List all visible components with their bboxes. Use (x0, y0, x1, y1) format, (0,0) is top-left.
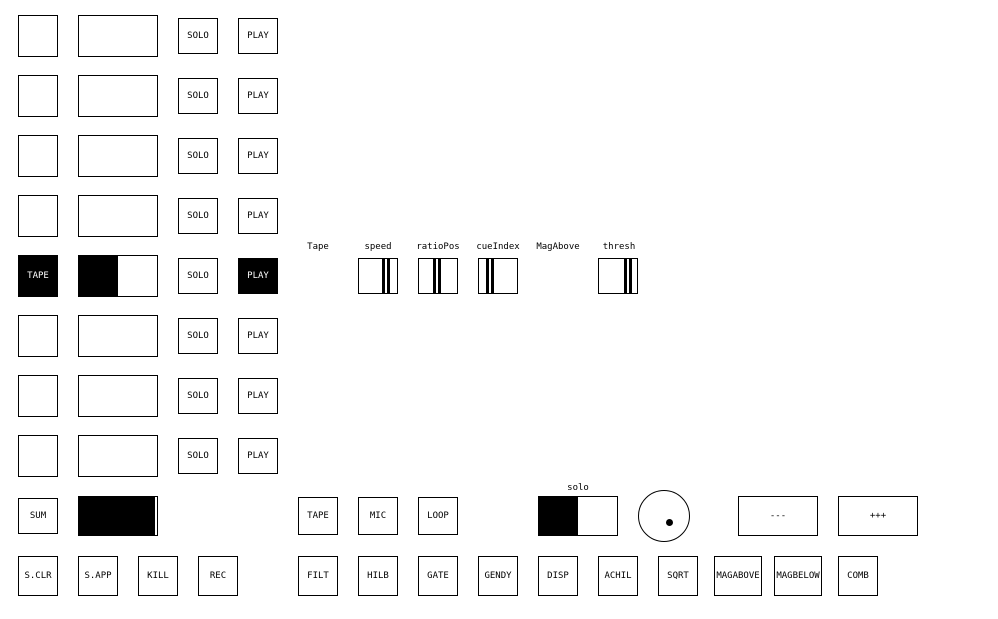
param-label-cueindex: cueIndex (476, 242, 520, 252)
fader-fill (79, 256, 118, 296)
channel-5-level-fader[interactable] (78, 255, 158, 297)
knob-indicator-dot (666, 519, 673, 526)
channel-2-select-button[interactable] (18, 75, 58, 117)
channel-3-solo-button[interactable]: SOLO (178, 138, 218, 174)
channel-4-play-button[interactable]: PLAY (238, 198, 278, 234)
speed-slider-handle[interactable] (382, 259, 390, 293)
channel-4-level-fader[interactable] (78, 195, 158, 237)
channel-4-solo-button[interactable]: SOLO (178, 198, 218, 234)
channel-8-level-fader[interactable] (78, 435, 158, 477)
param-label-speed: speed (364, 242, 392, 252)
mic-source-button[interactable]: MIC (358, 497, 398, 535)
channel-8-solo-button[interactable]: SOLO (178, 438, 218, 474)
gendy-button[interactable]: GENDY (478, 556, 518, 596)
channel-5-solo-button[interactable]: SOLO (178, 258, 218, 294)
kill-button[interactable]: KILL (138, 556, 178, 596)
param-label-ratiopos: ratioPos (416, 242, 460, 252)
channel-1-solo-button[interactable]: SOLO (178, 18, 218, 54)
channel-7-level-fader[interactable] (78, 375, 158, 417)
cueindex-slider[interactable] (478, 258, 518, 294)
magbelow-button[interactable]: MAGBELOW (774, 556, 822, 596)
disp-button[interactable]: DISP (538, 556, 578, 596)
magabove-button[interactable]: MAGABOVE (714, 556, 762, 596)
channel-6-select-button[interactable] (18, 315, 58, 357)
param-label-thresh: thresh (602, 242, 636, 252)
s-app-button[interactable]: S.APP (78, 556, 118, 596)
ratiopos-slider-handle[interactable] (433, 259, 441, 293)
channel-5-play-button[interactable]: PLAY (238, 258, 278, 294)
channel-3-level-fader[interactable] (78, 135, 158, 177)
channel-1-level-fader[interactable] (78, 15, 158, 57)
decrement-button[interactable]: --- (738, 496, 818, 536)
channel-8-select-button[interactable] (18, 435, 58, 477)
channel-3-select-button[interactable] (18, 135, 58, 177)
channel-7-play-button[interactable]: PLAY (238, 378, 278, 414)
channel-4-select-button[interactable] (18, 195, 58, 237)
cueindex-slider-handle[interactable] (486, 259, 494, 293)
channel-2-play-button[interactable]: PLAY (238, 78, 278, 114)
gate-button[interactable]: GATE (418, 556, 458, 596)
sum-button[interactable]: SUM (18, 498, 58, 534)
channel-2-solo-button[interactable]: SOLO (178, 78, 218, 114)
channel-1-select-button[interactable] (18, 15, 58, 57)
channel-3-play-button[interactable]: PLAY (238, 138, 278, 174)
rotary-knob[interactable] (638, 490, 690, 542)
thresh-slider[interactable] (598, 258, 638, 294)
fader-fill (539, 497, 578, 535)
channel-6-solo-button[interactable]: SOLO (178, 318, 218, 354)
loop-source-button[interactable]: LOOP (418, 497, 458, 535)
param-label-tape: Tape (307, 242, 329, 252)
fader-fill (79, 497, 155, 535)
channel-6-level-fader[interactable] (78, 315, 158, 357)
channel-6-play-button[interactable]: PLAY (238, 318, 278, 354)
hilb-button[interactable]: HILB (358, 556, 398, 596)
channel-8-play-button[interactable]: PLAY (238, 438, 278, 474)
channel-7-select-button[interactable] (18, 375, 58, 417)
channel-2-level-fader[interactable] (78, 75, 158, 117)
comb-button[interactable]: COMB (838, 556, 878, 596)
sum-level-fader[interactable] (78, 496, 158, 536)
filt-button[interactable]: FILT (298, 556, 338, 596)
thresh-slider-handle[interactable] (624, 259, 632, 293)
speed-slider[interactable] (358, 258, 398, 294)
sqrt-button[interactable]: SQRT (658, 556, 698, 596)
s-clr-button[interactable]: S.CLR (18, 556, 58, 596)
achil-button[interactable]: ACHIL (598, 556, 638, 596)
param-label-magabove: MagAbove (536, 242, 580, 252)
tape-source-button[interactable]: TAPE (298, 497, 338, 535)
channel-7-solo-button[interactable]: SOLO (178, 378, 218, 414)
channel-5-select-button[interactable]: TAPE (18, 255, 58, 297)
solo-fader[interactable] (538, 496, 618, 536)
increment-button[interactable]: +++ (838, 496, 918, 536)
ratiopos-slider[interactable] (418, 258, 458, 294)
channel-1-play-button[interactable]: PLAY (238, 18, 278, 54)
rec-button[interactable]: REC (198, 556, 238, 596)
solo-label: solo (567, 483, 589, 493)
